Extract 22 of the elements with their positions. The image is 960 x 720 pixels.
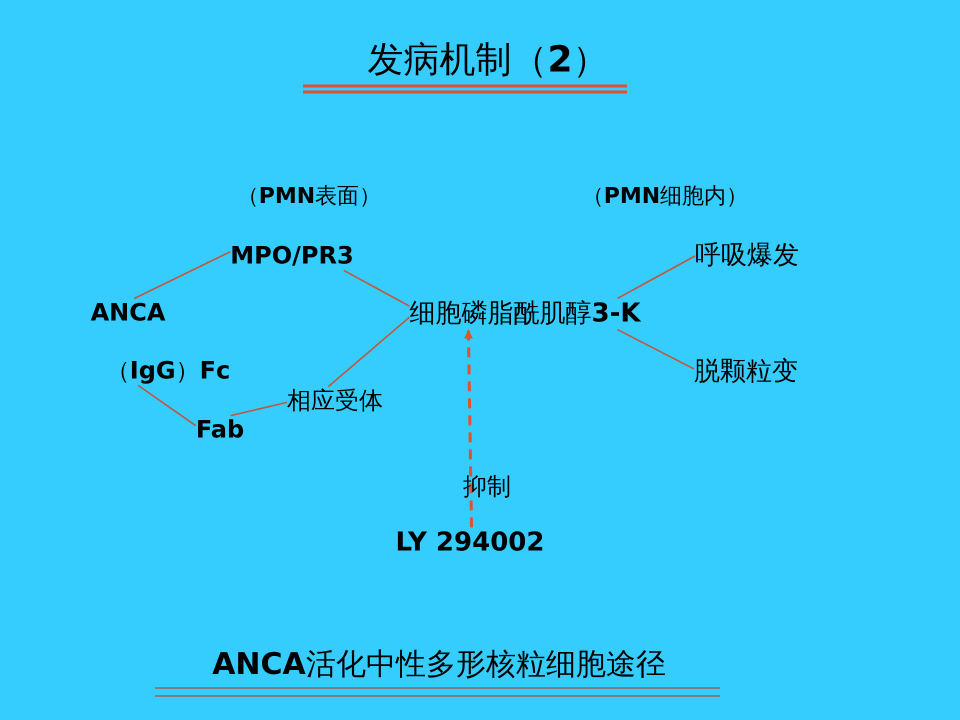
- term-label: 呼吸爆发: [695, 240, 799, 272]
- term-label: MPO/PR3: [230, 242, 354, 270]
- connector-line: [134, 250, 231, 300]
- term-label: （IgG）Fc: [106, 356, 230, 386]
- connector-line: [343, 270, 410, 307]
- connector-line: [138, 384, 196, 426]
- connector-line: [617, 255, 696, 300]
- term-label: Fab: [196, 416, 244, 444]
- section-heading: （PMN表面）: [236, 184, 382, 210]
- connector-line: [230, 402, 288, 416]
- term-label: ANCA: [90, 298, 166, 328]
- term-label: 细胞磷脂酰肌醇3-K: [409, 298, 641, 330]
- connector-line: [328, 316, 410, 388]
- connector-line: [617, 328, 694, 370]
- term-label: 脱颗粒变: [694, 356, 798, 388]
- slide-title: 发病机制（2）: [367, 38, 609, 82]
- dashed-arrow: [464, 330, 474, 528]
- section-heading: （PMN细胞内）: [582, 184, 748, 210]
- term-label: LY 294002: [396, 527, 544, 559]
- slide-caption: ANCA活化中性多形核粒细胞途径: [212, 647, 666, 683]
- edge-label: 抑制: [463, 472, 511, 502]
- term-label: 相应受体: [287, 386, 383, 416]
